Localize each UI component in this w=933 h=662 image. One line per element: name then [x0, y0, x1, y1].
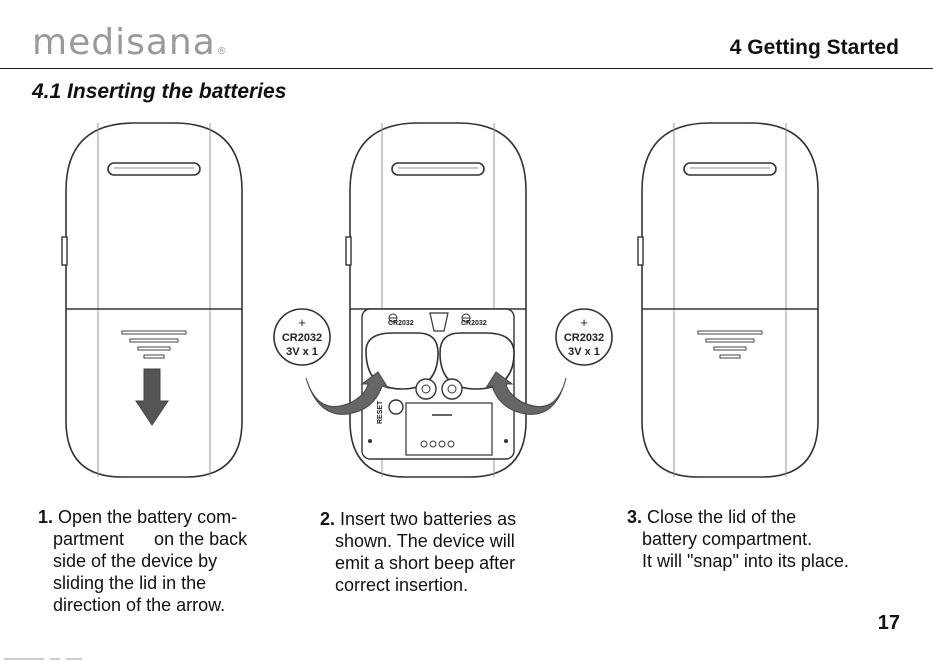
- step-2-line-1: Insert two batteries as: [340, 509, 517, 529]
- step-1-line-3: side of the device by: [53, 551, 218, 571]
- step-3: 3. Close the lid of the battery compartm…: [627, 506, 849, 572]
- step-2-number: 2.: [320, 509, 336, 529]
- battery-type-right: CR2032: [564, 332, 604, 344]
- step-2-line-3: emit a short beep after: [335, 553, 516, 573]
- medisana-logo: medisana®: [32, 22, 228, 63]
- polarity-plus-icon: +: [580, 315, 588, 330]
- step-1-line-4: sliding the lid in the: [53, 573, 207, 593]
- chapter-heading: 4 Getting Started: [729, 36, 899, 59]
- print-mark: [4, 658, 82, 660]
- page-number: 17: [877, 612, 900, 634]
- insert-arrow-right-icon: [484, 371, 567, 415]
- slide-down-arrow-icon: [135, 368, 169, 426]
- device-closed-left: [61, 122, 243, 478]
- logo-text: medisana: [32, 22, 216, 63]
- polarity-plus-icon: +: [298, 315, 306, 330]
- battery-type-left: CR2032: [282, 332, 322, 344]
- step-3-line-3: It will "snap" into its place.: [642, 551, 849, 571]
- step-2-line-4: correct insertion.: [335, 575, 469, 595]
- battery-qty-left: 3V x 1: [286, 346, 318, 358]
- slot-label-left: CR2032: [388, 320, 414, 327]
- step-1-line-1: Open the battery com-: [58, 507, 238, 527]
- step-2: 2. Insert two batteries as shown. The de…: [320, 508, 516, 596]
- battery-coin-right: + CR2032 3V x 1: [555, 308, 613, 366]
- step-1: 1. Open the battery com- partment on the…: [38, 506, 247, 616]
- insert-arrow-left-icon: [305, 371, 390, 415]
- registered-mark: ®: [216, 46, 228, 57]
- reset-label: RESET: [377, 400, 384, 424]
- slot-label-right: CR2032: [461, 320, 487, 327]
- step-3-line-1: Close the lid of the: [647, 507, 797, 527]
- battery-qty-right: 3V x 1: [568, 346, 600, 358]
- step-2-line-2: shown. The device will: [335, 531, 515, 551]
- device-open-center: [345, 122, 527, 478]
- device-closed-right: [637, 122, 819, 478]
- step-3-number: 3.: [627, 507, 643, 527]
- step-1-line-2: partment on the back: [53, 529, 248, 549]
- step-3-line-2: battery compartment.: [642, 529, 813, 549]
- header-divider: [0, 68, 933, 69]
- battery-coin-left: + CR2032 3V x 1: [273, 308, 331, 366]
- section-title: 4.1 Inserting the batteries: [32, 80, 287, 103]
- step-1-number: 1.: [38, 507, 54, 527]
- step-1-line-5: direction of the arrow.: [53, 595, 226, 615]
